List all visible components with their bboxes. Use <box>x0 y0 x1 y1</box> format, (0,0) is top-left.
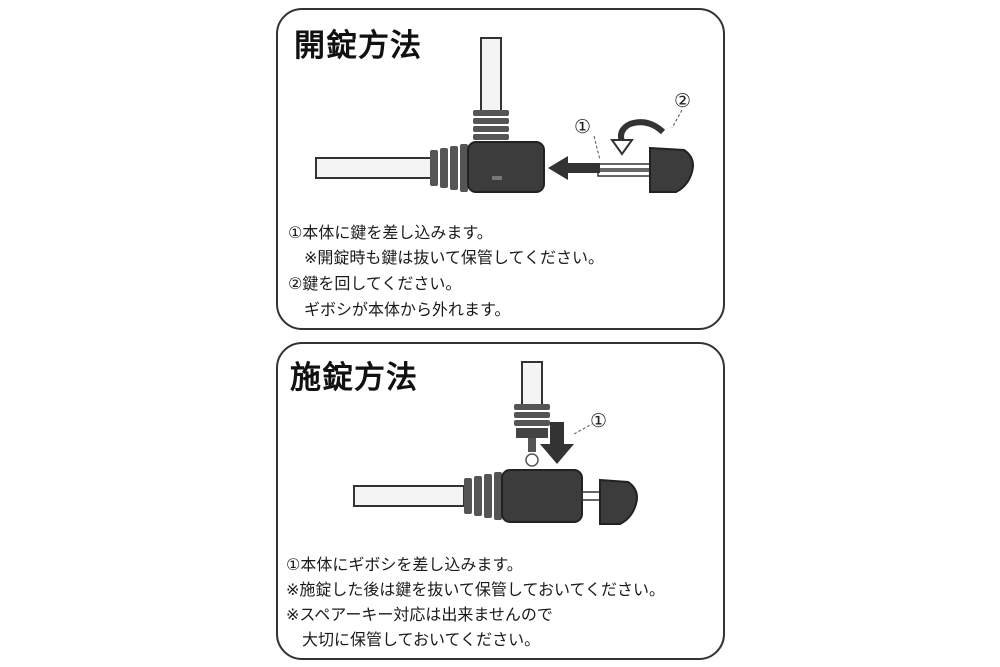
lock-note-2: ※スペアーキー対応は出来ませんので <box>286 605 553 624</box>
unlock-result: ギボシが本体から外れます。 <box>304 300 511 319</box>
unlock-title: 開錠方法 <box>294 28 422 64</box>
step-1-marker: ① <box>574 116 592 138</box>
unlock-step-1: ①本体に鍵を差し込みます。 <box>288 223 493 242</box>
lock-step-1: ①本体にギボシを差し込みます。 <box>286 555 523 574</box>
giboshi-cap <box>599 478 638 525</box>
horizontal-ribs <box>430 144 468 192</box>
lock-note-1: ※施錠した後は鍵を抜いて保管しておいてください。 <box>286 580 666 599</box>
unlock-method-panel: 開錠方法 <box>276 8 725 330</box>
lock-note-3: 大切に保管しておいてください。 <box>302 630 541 649</box>
step-1-marker: ① <box>590 410 608 432</box>
unlock-note: ※開錠時も鍵は抜いて保管してください。 <box>304 248 604 267</box>
lock-body <box>501 469 583 523</box>
step-2-marker: ② <box>674 90 692 112</box>
unlock-step-2: ②鍵を回してください。 <box>288 274 462 293</box>
lock-method-panel: 施錠方法 ① ①本体にギボシを差し込みます。 <box>276 342 725 660</box>
lock-title: 施錠方法 <box>290 360 418 396</box>
insert-arrow-icon <box>548 156 600 180</box>
vertical-ribs <box>514 404 550 438</box>
key-icon <box>597 163 651 177</box>
lock-body <box>467 141 545 193</box>
horizontal-ribs <box>464 472 502 520</box>
lock-illustration <box>353 361 638 525</box>
insert-arrow-icon <box>540 422 574 464</box>
giboshi-cap <box>649 146 694 193</box>
rotate-arrow-icon <box>618 119 666 143</box>
unlock-illustration <box>315 37 694 193</box>
